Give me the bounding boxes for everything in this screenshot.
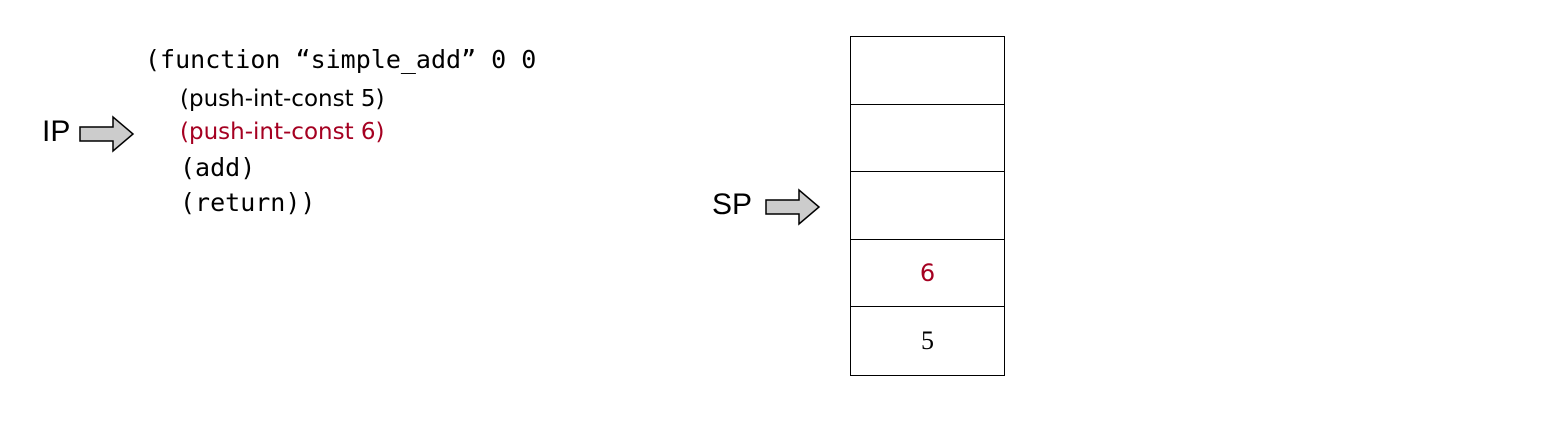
- code-line-push-6-current: (push-int-const 6): [180, 119, 385, 145]
- stack-cell-value-5: 5: [921, 325, 934, 355]
- stack-cell-empty-3: [851, 172, 1004, 240]
- stack: 6 5: [850, 36, 1005, 376]
- sp-arrow-icon: [765, 188, 821, 226]
- sp-label: SP: [712, 188, 753, 221]
- stack-cell-empty-1: [851, 37, 1004, 105]
- code-line-add: (add): [180, 153, 256, 182]
- stack-cell-empty-2: [851, 105, 1004, 172]
- code-line-push-5: (push-int-const 5): [180, 86, 385, 112]
- code-line-return: (return)): [180, 188, 316, 217]
- stack-cell-value-6: 6: [851, 240, 1004, 307]
- code-line-function: (function “simple_add” 0 0: [145, 45, 537, 74]
- ip-arrow-icon: [79, 115, 135, 153]
- ip-label: IP: [42, 115, 71, 148]
